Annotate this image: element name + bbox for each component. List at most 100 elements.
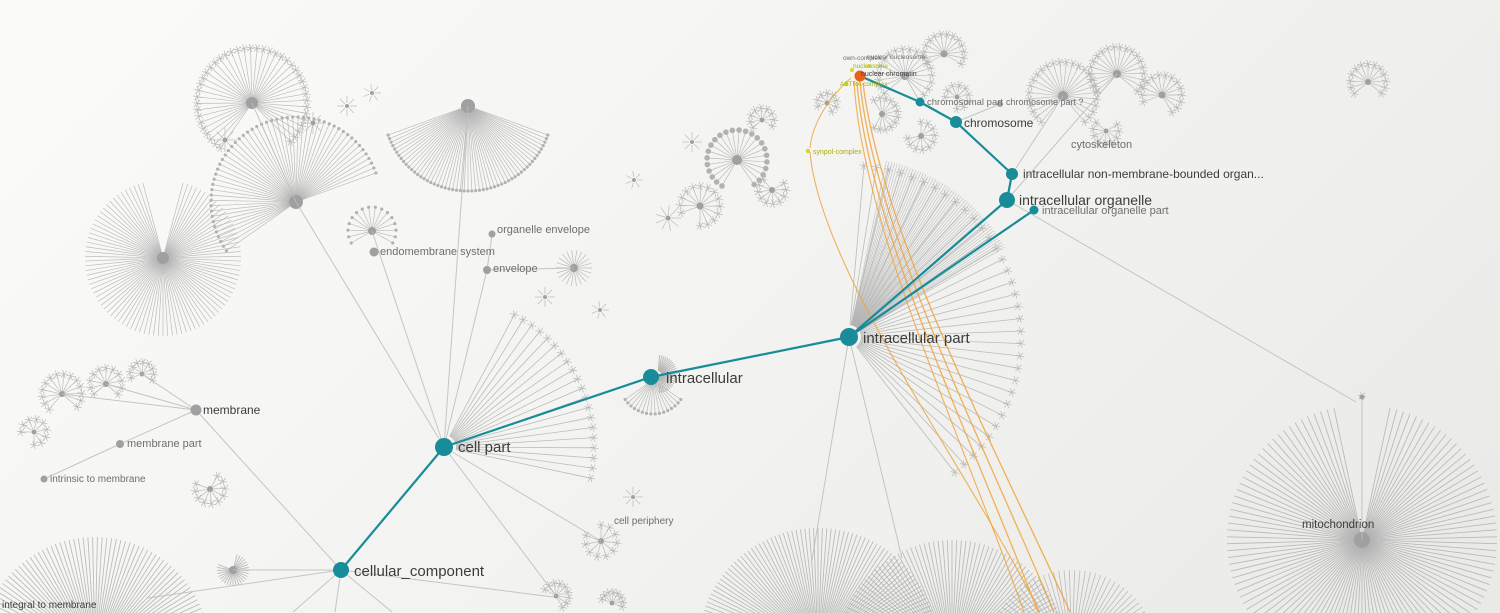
go-term-cluster[interactable] (190, 471, 230, 509)
go-term-cluster[interactable] (37, 369, 87, 414)
accent-node[interactable] (805, 148, 811, 154)
term-label[interactable]: membrane part (127, 438, 202, 450)
cluster-center-node[interactable] (598, 308, 602, 312)
term-label[interactable]: intracellular organelle (1019, 192, 1152, 208)
go-term-cluster[interactable] (591, 301, 609, 319)
go-term-node[interactable] (997, 101, 1003, 107)
term-label[interactable]: cell periphery (614, 516, 673, 527)
term-label[interactable]: intracellular (666, 370, 743, 387)
cluster-center-node[interactable] (940, 50, 948, 58)
cluster-center-node[interactable] (1158, 91, 1166, 99)
go-term-cluster[interactable] (1345, 59, 1391, 98)
cluster-center-node[interactable] (690, 140, 694, 144)
go-term-cluster[interactable] (597, 587, 628, 612)
go-term-cluster[interactable] (657, 355, 677, 393)
go-term-cluster[interactable] (209, 115, 378, 253)
accent-node[interactable] (867, 64, 871, 68)
cluster-center-node[interactable] (665, 215, 671, 221)
cluster-center-node[interactable] (769, 187, 775, 193)
go-term-cluster[interactable] (346, 205, 398, 245)
cluster-center-node[interactable] (824, 100, 830, 106)
go-term-cluster[interactable] (623, 381, 683, 416)
cluster-center-node[interactable] (609, 600, 615, 606)
cluster-center-node[interactable] (954, 94, 960, 100)
cluster-center-node[interactable] (759, 117, 765, 123)
term-label[interactable]: intrinsic to membrane (50, 474, 146, 485)
go-term-cluster[interactable] (449, 310, 599, 483)
term-label[interactable]: own-complex (843, 55, 882, 62)
term-label[interactable]: integral to membrane (2, 600, 97, 611)
term-label[interactable]: cytoskeleton (1071, 139, 1132, 151)
cluster-center-node[interactable] (879, 111, 885, 117)
cluster-center-node[interactable] (732, 155, 742, 165)
term-label[interactable]: chromosome part ? (1006, 97, 1084, 107)
go-term-node[interactable] (40, 475, 48, 483)
go-term-cluster[interactable] (623, 487, 643, 507)
go-term-node[interactable] (190, 404, 202, 416)
accent-node[interactable] (850, 68, 854, 72)
go-term-cluster[interactable] (85, 363, 127, 399)
term-label[interactable]: nuclear chromatin (861, 71, 917, 78)
go-node-intracellular_organelle_part[interactable] (1029, 205, 1039, 215)
term-label[interactable]: nucleosome (853, 63, 888, 70)
go-node-nucleosome_hub[interactable] (854, 70, 866, 82)
go-term-cluster[interactable] (535, 287, 555, 307)
go-term-cluster[interactable] (1137, 71, 1187, 117)
go-term-node[interactable] (483, 266, 491, 274)
term-label[interactable]: cellular_component (354, 563, 485, 580)
go-term-cluster[interactable] (540, 578, 574, 612)
go-term-cluster[interactable] (682, 132, 702, 152)
go-term-cluster[interactable] (902, 117, 940, 155)
go-term-cluster[interactable] (851, 160, 1006, 332)
go-term-cluster[interactable] (85, 182, 241, 336)
go-node-intracellular_non_membrane_bounded_organelle[interactable] (1006, 168, 1018, 180)
go-term-cluster[interactable] (0, 537, 209, 613)
cluster-center-node[interactable] (370, 91, 374, 95)
go-term-cluster[interactable] (849, 161, 1026, 477)
go-term-cluster[interactable] (1088, 118, 1124, 149)
go-node-intracellular_organelle[interactable] (999, 192, 1015, 208)
cluster-center-node[interactable] (31, 429, 37, 435)
term-label[interactable]: membrane (203, 403, 261, 417)
term-label[interactable]: cell part (458, 439, 511, 456)
term-label[interactable]: intracellular part (863, 330, 971, 347)
cluster-center-node[interactable] (631, 495, 635, 499)
go-term-cluster[interactable] (1227, 407, 1497, 613)
cluster-center-node[interactable] (543, 295, 547, 299)
term-label[interactable]: ASTRA complex (840, 81, 888, 88)
go-term-cluster[interactable] (363, 84, 381, 102)
go-term-cluster[interactable] (655, 205, 681, 231)
go-term-cluster[interactable] (302, 112, 324, 134)
go-term-cluster[interactable] (675, 181, 725, 231)
term-label[interactable]: nuclear nucleosome (867, 54, 926, 61)
go-term-cluster[interactable] (192, 43, 312, 153)
go-term-cluster[interactable] (704, 127, 770, 189)
go-node-chromosomal_part[interactable] (915, 97, 925, 107)
go-term-cluster[interactable] (213, 128, 237, 152)
cluster-center-node[interactable] (1365, 79, 1371, 85)
go-term-cluster[interactable] (841, 540, 1063, 613)
go-term-node[interactable] (1359, 394, 1365, 400)
term-label[interactable]: synpol-complex (813, 149, 862, 156)
term-label[interactable]: intracellular non-membrane-bounded organ… (1023, 167, 1264, 181)
term-label[interactable]: organelle envelope (497, 224, 590, 236)
cluster-center-node[interactable] (222, 137, 228, 143)
term-label[interactable]: chromosome (964, 116, 1034, 130)
cluster-center-node[interactable] (345, 104, 349, 108)
cluster-center-node[interactable] (310, 120, 316, 126)
go-node-intracellular_part[interactable] (840, 328, 858, 346)
go-term-node[interactable] (369, 247, 379, 257)
go-term-cluster[interactable] (1085, 42, 1149, 96)
go-term-cluster[interactable] (919, 29, 969, 69)
go-term-cluster[interactable] (940, 80, 974, 114)
go-node-chromosome[interactable] (950, 116, 962, 128)
go-term-node[interactable] (488, 230, 496, 238)
go-term-cluster[interactable] (1024, 57, 1102, 127)
go-term-cluster[interactable] (753, 174, 791, 209)
go-term-cluster[interactable] (625, 171, 643, 189)
go-term-cluster[interactable] (869, 93, 903, 135)
cluster-center-node[interactable] (1103, 128, 1109, 134)
go-node-intracellular[interactable] (643, 369, 659, 385)
